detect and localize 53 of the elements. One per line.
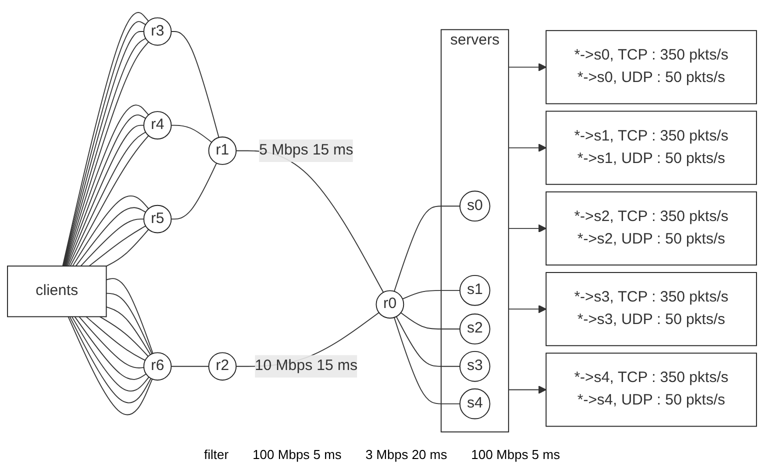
connector — [106, 228, 150, 266]
connector — [74, 316, 147, 380]
connector — [170, 366, 210, 367]
connector — [78, 316, 144, 368]
connector — [75, 206, 146, 266]
note-text: 100 Mbps 5 ms — [252, 447, 342, 462]
node-circle: r0 — [376, 290, 404, 318]
node-circle: r2 — [208, 352, 237, 380]
connector — [88, 225, 146, 266]
node-box: clients — [7, 265, 107, 317]
node-circle: r5 — [143, 204, 172, 234]
connector — [99, 316, 149, 357]
edge-label: 5 Mbps 15 ms — [259, 142, 354, 158]
connector — [106, 292, 152, 354]
node-circle: r6 — [143, 352, 172, 380]
connector — [72, 195, 150, 266]
node-circle: r4 — [143, 110, 172, 140]
node-box: *->s2, TCP : 350 pkts/s *->s2, UDP : 50 pkts/s — [546, 191, 757, 266]
arrow — [508, 143, 546, 152]
connector — [394, 316, 460, 404]
note-text: 100 Mbps 5 ms — [471, 447, 560, 462]
connector — [402, 290, 460, 300]
node-circle: s1 — [459, 274, 490, 306]
node-circle: s4 — [459, 388, 490, 420]
arrow — [508, 224, 546, 232]
connector — [170, 30, 220, 138]
node-circle: s3 — [459, 350, 490, 382]
connector — [396, 316, 460, 367]
edge-label: 10 Mbps 15 ms — [254, 358, 358, 374]
connector — [394, 205, 460, 292]
node-box: *->s0, TCP : 350 pkts/s *->s0, UDP : 50 pkts/s — [546, 30, 757, 104]
node-circle: s0 — [459, 190, 490, 222]
connector — [71, 316, 150, 392]
connector — [170, 124, 212, 143]
arrow — [508, 304, 546, 313]
node-box: *->s1, TCP : 350 pkts/s *->s1, UDP : 50 pkts/s — [546, 110, 757, 185]
arrow — [508, 62, 546, 72]
node-circle: r3 — [143, 17, 172, 46]
note-text: filter — [204, 447, 229, 462]
node-circle: s2 — [459, 313, 490, 344]
connector — [69, 316, 152, 404]
connector — [106, 306, 151, 355]
connector — [170, 162, 218, 220]
node-box: *->s4, TCP : 350 pkts/s *->s4, UDP : 50 pkts/s — [546, 352, 757, 427]
arrow — [508, 385, 546, 394]
connector — [86, 316, 146, 361]
node-circle: r1 — [208, 136, 237, 165]
node-box: *->s3, TCP : 350 pkts/s *->s3, UDP : 50 pkts/s — [546, 272, 757, 346]
note-text: 3 Mbps 20 ms — [365, 447, 448, 462]
connector — [106, 278, 154, 354]
connector — [68, 316, 153, 416]
connector — [80, 218, 144, 266]
connector — [400, 312, 460, 330]
